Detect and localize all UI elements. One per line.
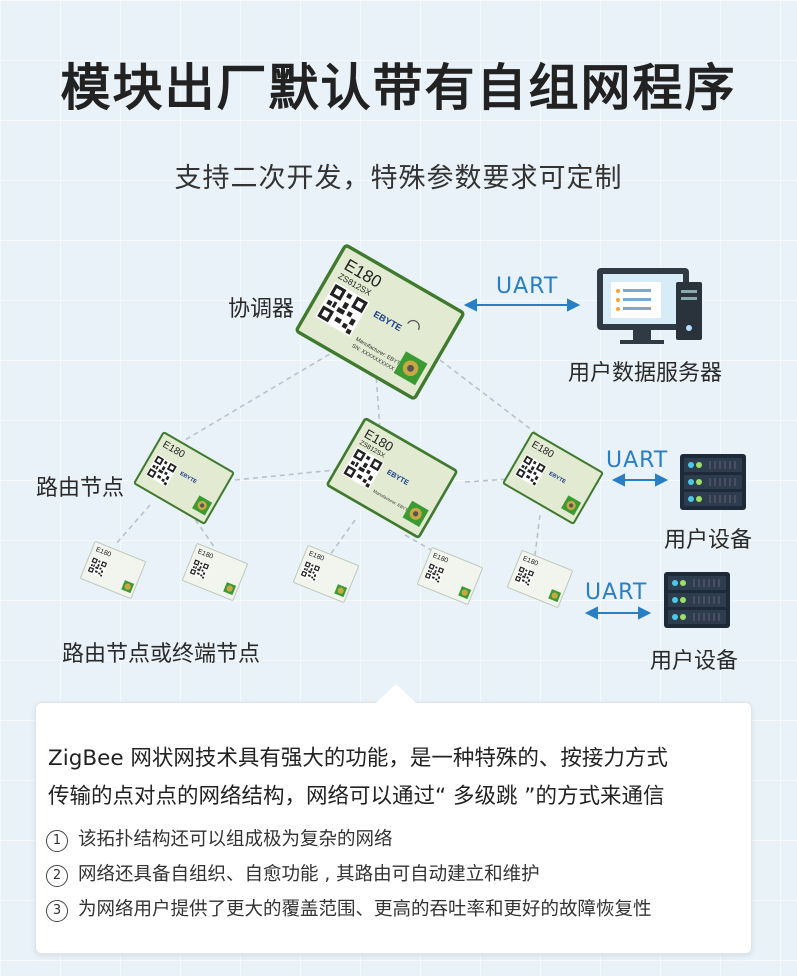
label-user-data-server: 用户数据服务器	[568, 361, 723, 386]
module-router-left: E180 EBYTE	[133, 431, 235, 525]
feature-number-2: 2	[46, 865, 68, 887]
uart-label-server: UART	[496, 274, 559, 299]
label-user-device-2: 用户设备	[650, 649, 739, 674]
label-router-node: 路由节点	[36, 476, 125, 501]
panel-pointer	[376, 684, 416, 703]
module-end-2: E180	[182, 543, 248, 601]
label-coordinator: 协调器	[228, 297, 295, 322]
feature-number-1: 1	[46, 830, 68, 852]
feature-item-3: 3 为网络用户提供了更大的覆盖范围、更高的吞吐率和更好的故障恢复性	[46, 895, 652, 922]
description-line-1: ZigBee 网状网技术具有强大的功能，是一种特殊的、按接力方式	[48, 746, 668, 771]
module-end-3: E180	[293, 545, 359, 603]
module-end-5: E180	[507, 550, 573, 608]
uart-label-device-1: UART	[606, 448, 669, 473]
module-router-center: E180 ZS812SX EBYTE Manufacturer: EBYTE	[326, 417, 458, 539]
computer-icon	[597, 268, 702, 344]
uart-arrow-device2	[584, 606, 652, 620]
module-router-right: E180 EBYTE	[502, 431, 604, 525]
uart-arrow-server	[463, 298, 581, 312]
feature-item-2: 2 网络还具备自组织、自愈功能 , 其路由可自动建立和维护	[46, 860, 540, 887]
page-title: 模块出厂默认带有自组网程序	[60, 59, 737, 117]
description-line-2: 传输的点对点的网络结构，网络可以通过“ 多级跳 ”的方式来通信	[48, 784, 665, 809]
module-coordinator: E180 ZS812SX EBYTE Manufacturer: EBYTE S…	[295, 244, 465, 400]
feature-item-1: 1 该拓扑结构还可以组成极为复杂的网络	[46, 825, 393, 852]
label-user-device-1: 用户设备	[664, 528, 753, 553]
module-end-4: E180	[417, 547, 483, 605]
description-panel: ZigBee 网状网技术具有强大的功能，是一种特殊的、按接力方式 传输的点对点的…	[35, 702, 752, 954]
uart-arrow-device1	[611, 473, 669, 487]
feature-text-1: 该拓扑结构还可以组成极为复杂的网络	[78, 829, 393, 850]
feature-text-3: 为网络用户提供了更大的覆盖范围、更高的吞吐率和更好的故障恢复性	[78, 899, 652, 920]
page-subtitle: 支持二次开发，特殊参数要求可定制	[174, 163, 623, 194]
feature-text-2: 网络还具备自组织、自愈功能 , 其路由可自动建立和维护	[78, 864, 540, 885]
feature-number-3: 3	[46, 900, 68, 922]
uart-label-device-2: UART	[585, 580, 648, 605]
server-rack-icon-1	[680, 454, 746, 510]
network-diagram: E180 ZS812SX EBYTE Manufacturer: EBYTE S…	[80, 244, 746, 628]
label-router-or-end-node: 路由节点或终端节点	[62, 642, 261, 667]
module-end-1: E180	[80, 541, 146, 599]
server-rack-icon-2	[664, 572, 730, 628]
